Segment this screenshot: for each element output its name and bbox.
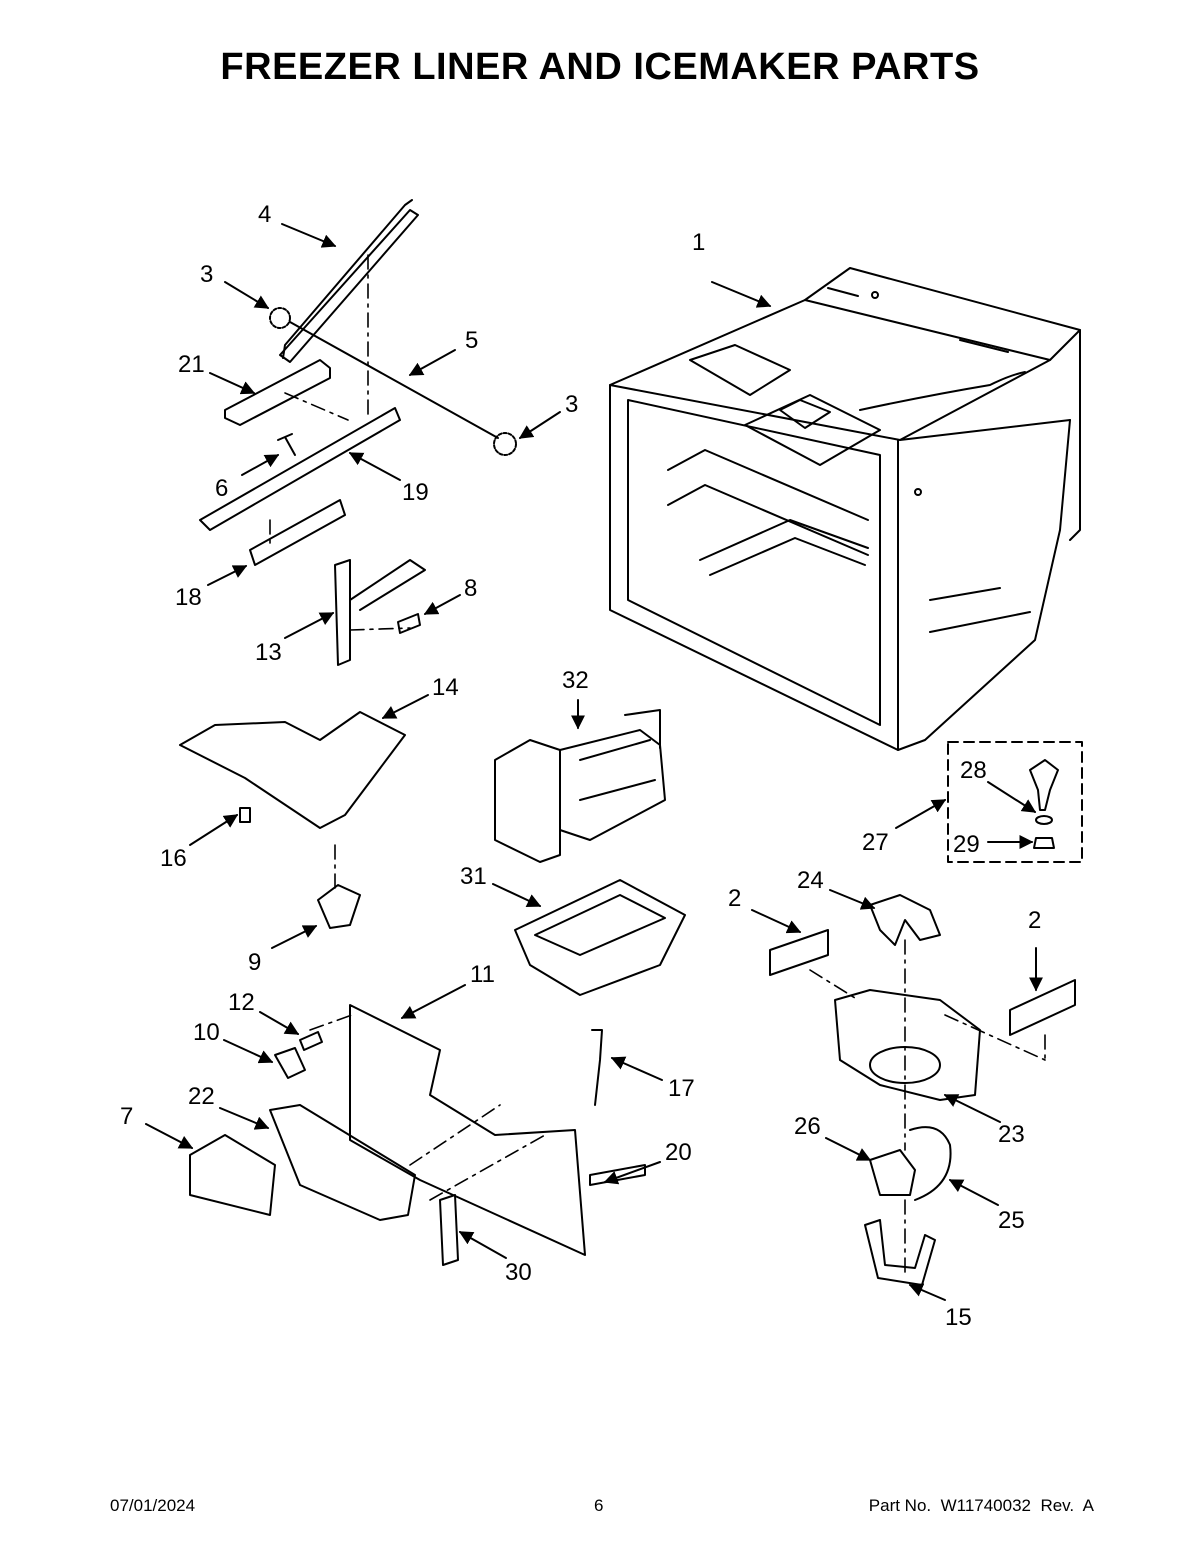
- bracket-13: [334, 559, 426, 666]
- callout-1: 1: [692, 229, 705, 256]
- footer-part-number: Part No. W11740032 Rev. A: [868, 1496, 1094, 1515]
- gasket-left: [769, 929, 829, 976]
- callout-14: 14: [432, 674, 459, 701]
- tube-30: [439, 1194, 459, 1266]
- callout-10: 10: [193, 1019, 220, 1046]
- clip-16: [239, 807, 251, 823]
- callout-15: 15: [945, 1304, 972, 1331]
- callout-3-top: 3: [200, 261, 213, 288]
- callout-31: 31: [460, 863, 487, 890]
- icemaker: [494, 709, 666, 863]
- callout-12: 12: [228, 989, 255, 1016]
- callout-3-bottom: 3: [565, 391, 578, 418]
- rail: [279, 199, 419, 363]
- callout-4: 4: [258, 201, 271, 228]
- strip-20: [589, 1164, 646, 1186]
- callout-23: 23: [998, 1121, 1025, 1148]
- callout-9: 9: [248, 949, 261, 976]
- freezer-liner: [609, 267, 1081, 751]
- callout-29: 29: [953, 831, 980, 858]
- bracket-21: [224, 359, 331, 426]
- callout-7: 7: [120, 1103, 133, 1130]
- screw-8: [397, 613, 421, 634]
- cap-29: [1033, 837, 1055, 849]
- callout-17: 17: [668, 1075, 695, 1102]
- callout-2-left: 2: [728, 885, 741, 912]
- alignment-lines: [269, 254, 1046, 1276]
- callout-27: 27: [862, 829, 889, 856]
- callout-2-right: 2: [1028, 907, 1041, 934]
- leader-arrows: [145, 223, 1043, 1301]
- callout-24: 24: [797, 867, 824, 894]
- fan-housing: [834, 989, 981, 1101]
- callout-8: 8: [464, 575, 477, 602]
- callout-32: 32: [562, 667, 589, 694]
- o-ring: [1035, 815, 1053, 825]
- kit-27-box: [947, 741, 1083, 863]
- slide-19: [199, 407, 401, 531]
- callout-30: 30: [505, 1259, 532, 1286]
- fan-motor: [869, 1149, 916, 1196]
- callout-labels: 1 2 2 3 3 4 5 6 7 8 9 10 11 12 13 14 15 …: [120, 201, 1041, 1331]
- grille: [269, 1104, 416, 1221]
- screw-6: [277, 433, 296, 456]
- callout-22: 22: [188, 1083, 215, 1110]
- gear-top: [269, 307, 291, 329]
- thermistor: [591, 1029, 603, 1106]
- panel-11: [349, 1004, 586, 1256]
- valve: [1029, 759, 1059, 811]
- callout-16: 16: [160, 845, 187, 872]
- shelf-14: [179, 711, 406, 829]
- callout-19: 19: [402, 479, 429, 506]
- fan-blade: [869, 894, 941, 946]
- callout-26: 26: [794, 1113, 821, 1140]
- bracket-15: [864, 1219, 936, 1286]
- page-title: FREEZER LINER AND ICEMAKER PARTS: [220, 46, 980, 88]
- callout-25: 25: [998, 1207, 1025, 1234]
- callout-20: 20: [665, 1139, 692, 1166]
- gasket-right: [1009, 979, 1076, 1036]
- bracket-10: [274, 1047, 306, 1079]
- bracket-18: [249, 499, 346, 566]
- callout-6: 6: [215, 475, 228, 502]
- callout-5: 5: [465, 327, 478, 354]
- ice-bin: [514, 879, 686, 996]
- fan-wire: [909, 1126, 952, 1201]
- callout-21: 21: [178, 351, 205, 378]
- callout-11: 11: [470, 961, 495, 988]
- callout-18: 18: [175, 584, 202, 611]
- screw-12: [299, 1031, 323, 1051]
- gear-bottom: [493, 432, 517, 456]
- callout-13: 13: [255, 639, 282, 666]
- bracket-9: [317, 884, 361, 929]
- footer-date: 07/01/2024: [110, 1496, 196, 1515]
- cover-7: [189, 1134, 276, 1216]
- shaft: [289, 321, 499, 439]
- callout-28: 28: [960, 757, 987, 784]
- footer-page-number: 6: [594, 1496, 604, 1515]
